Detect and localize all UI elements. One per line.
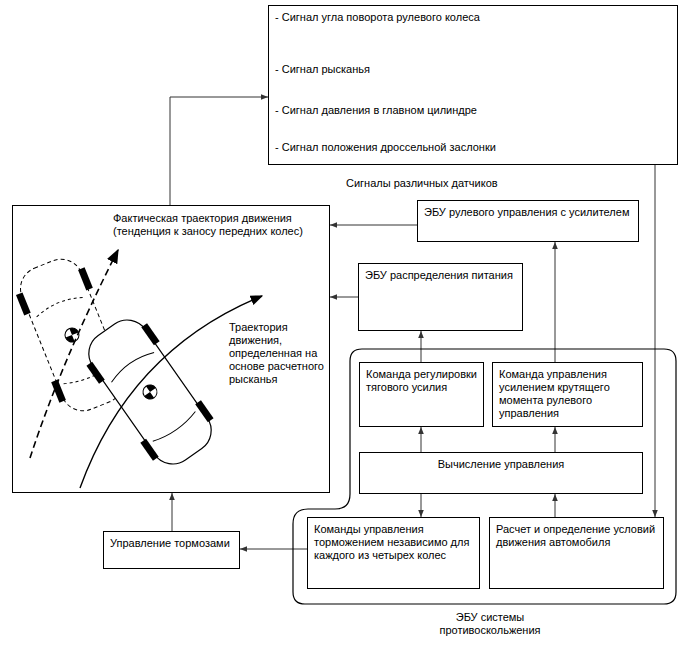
node-label: Фактическая траектория движения (тенденц… <box>113 212 318 238</box>
connector-arrow <box>555 242 556 362</box>
process-box: Расчет и определение условий движения ав… <box>489 517 664 589</box>
command-box: Команда управления усилением крутящего м… <box>492 362 643 427</box>
ecu-group: Команда регулировки тягового усилияКоман… <box>293 349 676 604</box>
process-box: Вычисление управления <box>359 452 643 494</box>
ecu-group-border <box>293 349 676 604</box>
connector-arrow <box>655 165 656 517</box>
node-label: Управление тормозами <box>110 537 233 550</box>
node-label: - Сигнал угла поворота рулевого колеса <box>275 11 490 24</box>
ecu-group-outline <box>293 349 676 604</box>
ecu-box: ЭБУ распределения питания <box>358 263 523 331</box>
target-car <box>76 309 224 476</box>
caption-label: Сигналы различных датчиков <box>346 177 546 190</box>
connector-arrow <box>330 297 358 298</box>
connector-arrow <box>421 494 422 517</box>
command-box: Команды управления торможением независим… <box>307 517 480 589</box>
ecu-box: ЭБУ рулевого управления с усилителем <box>417 200 639 242</box>
connector-arrow <box>555 427 556 452</box>
sensor-box: - Сигнал угла поворота рулевого колеса - … <box>268 5 678 165</box>
connector-arrow <box>421 427 422 452</box>
node-label: - Сигнал давления в главном цилиндре <box>275 104 515 117</box>
node-label: Команда управления усилением крутящего м… <box>499 368 636 420</box>
connector-arrow <box>172 493 173 531</box>
process-box: Управление тормозами <box>103 531 240 569</box>
node-label: Команда регулировки тягового усилия <box>366 368 477 394</box>
node-label: Команды управления торможением независим… <box>314 523 473 562</box>
node-label: Вычисление управления <box>366 458 636 471</box>
connector-arrow <box>240 549 307 550</box>
node-label: Траектория движения, определенная на осн… <box>229 321 329 386</box>
node-label: - Сигнал рысканья <box>275 63 490 76</box>
node-label: - Сигнал положения дроссельной заслонки <box>275 141 535 154</box>
connector-arrow <box>421 331 422 362</box>
vehicle-box: Фактическая траектория движения (тенденц… <box>12 205 330 493</box>
caption-label: ЭБУ системы противоскольжения <box>435 611 545 637</box>
connector-arrow <box>555 494 556 517</box>
command-box: Команда регулировки тягового усилия <box>359 362 484 427</box>
node-label: ЭБУ рулевого управления с усилителем <box>424 206 632 219</box>
node-label: Расчет и определение условий движения ав… <box>496 523 657 549</box>
node-label: ЭБУ распределения питания <box>365 269 516 282</box>
connector-arrow <box>330 225 417 226</box>
connector-arrow <box>170 97 268 205</box>
